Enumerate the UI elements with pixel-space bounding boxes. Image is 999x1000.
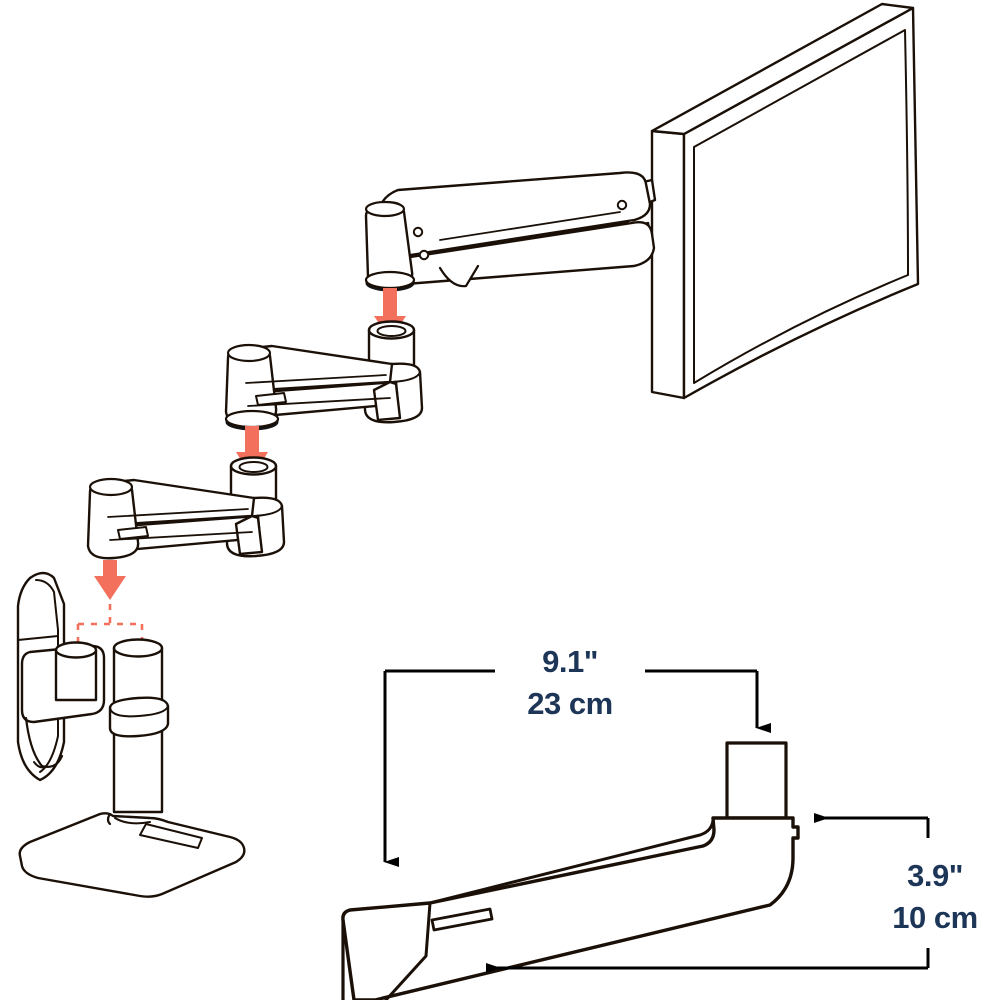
- dimension-vertical-metric: 10 cm: [892, 900, 977, 935]
- lower-arm-segment: [86, 456, 286, 560]
- dimension-horizontal: [383, 669, 771, 867]
- arm-profile: [341, 741, 800, 1000]
- dimension-horizontal-metric: 23 cm: [527, 686, 612, 721]
- dimension-vertical: [486, 813, 930, 973]
- arrow-lower-to-base: [94, 560, 126, 600]
- dimension-vertical-imperial: 3.9": [907, 858, 963, 893]
- middle-arm-segment: [224, 320, 424, 431]
- dimension-horizontal-imperial: 9.1": [542, 644, 598, 679]
- grommet-pole: [54, 641, 98, 702]
- upper-arm: [364, 171, 657, 292]
- desk-base: [18, 638, 246, 898]
- monitor-panel: [650, 2, 920, 400]
